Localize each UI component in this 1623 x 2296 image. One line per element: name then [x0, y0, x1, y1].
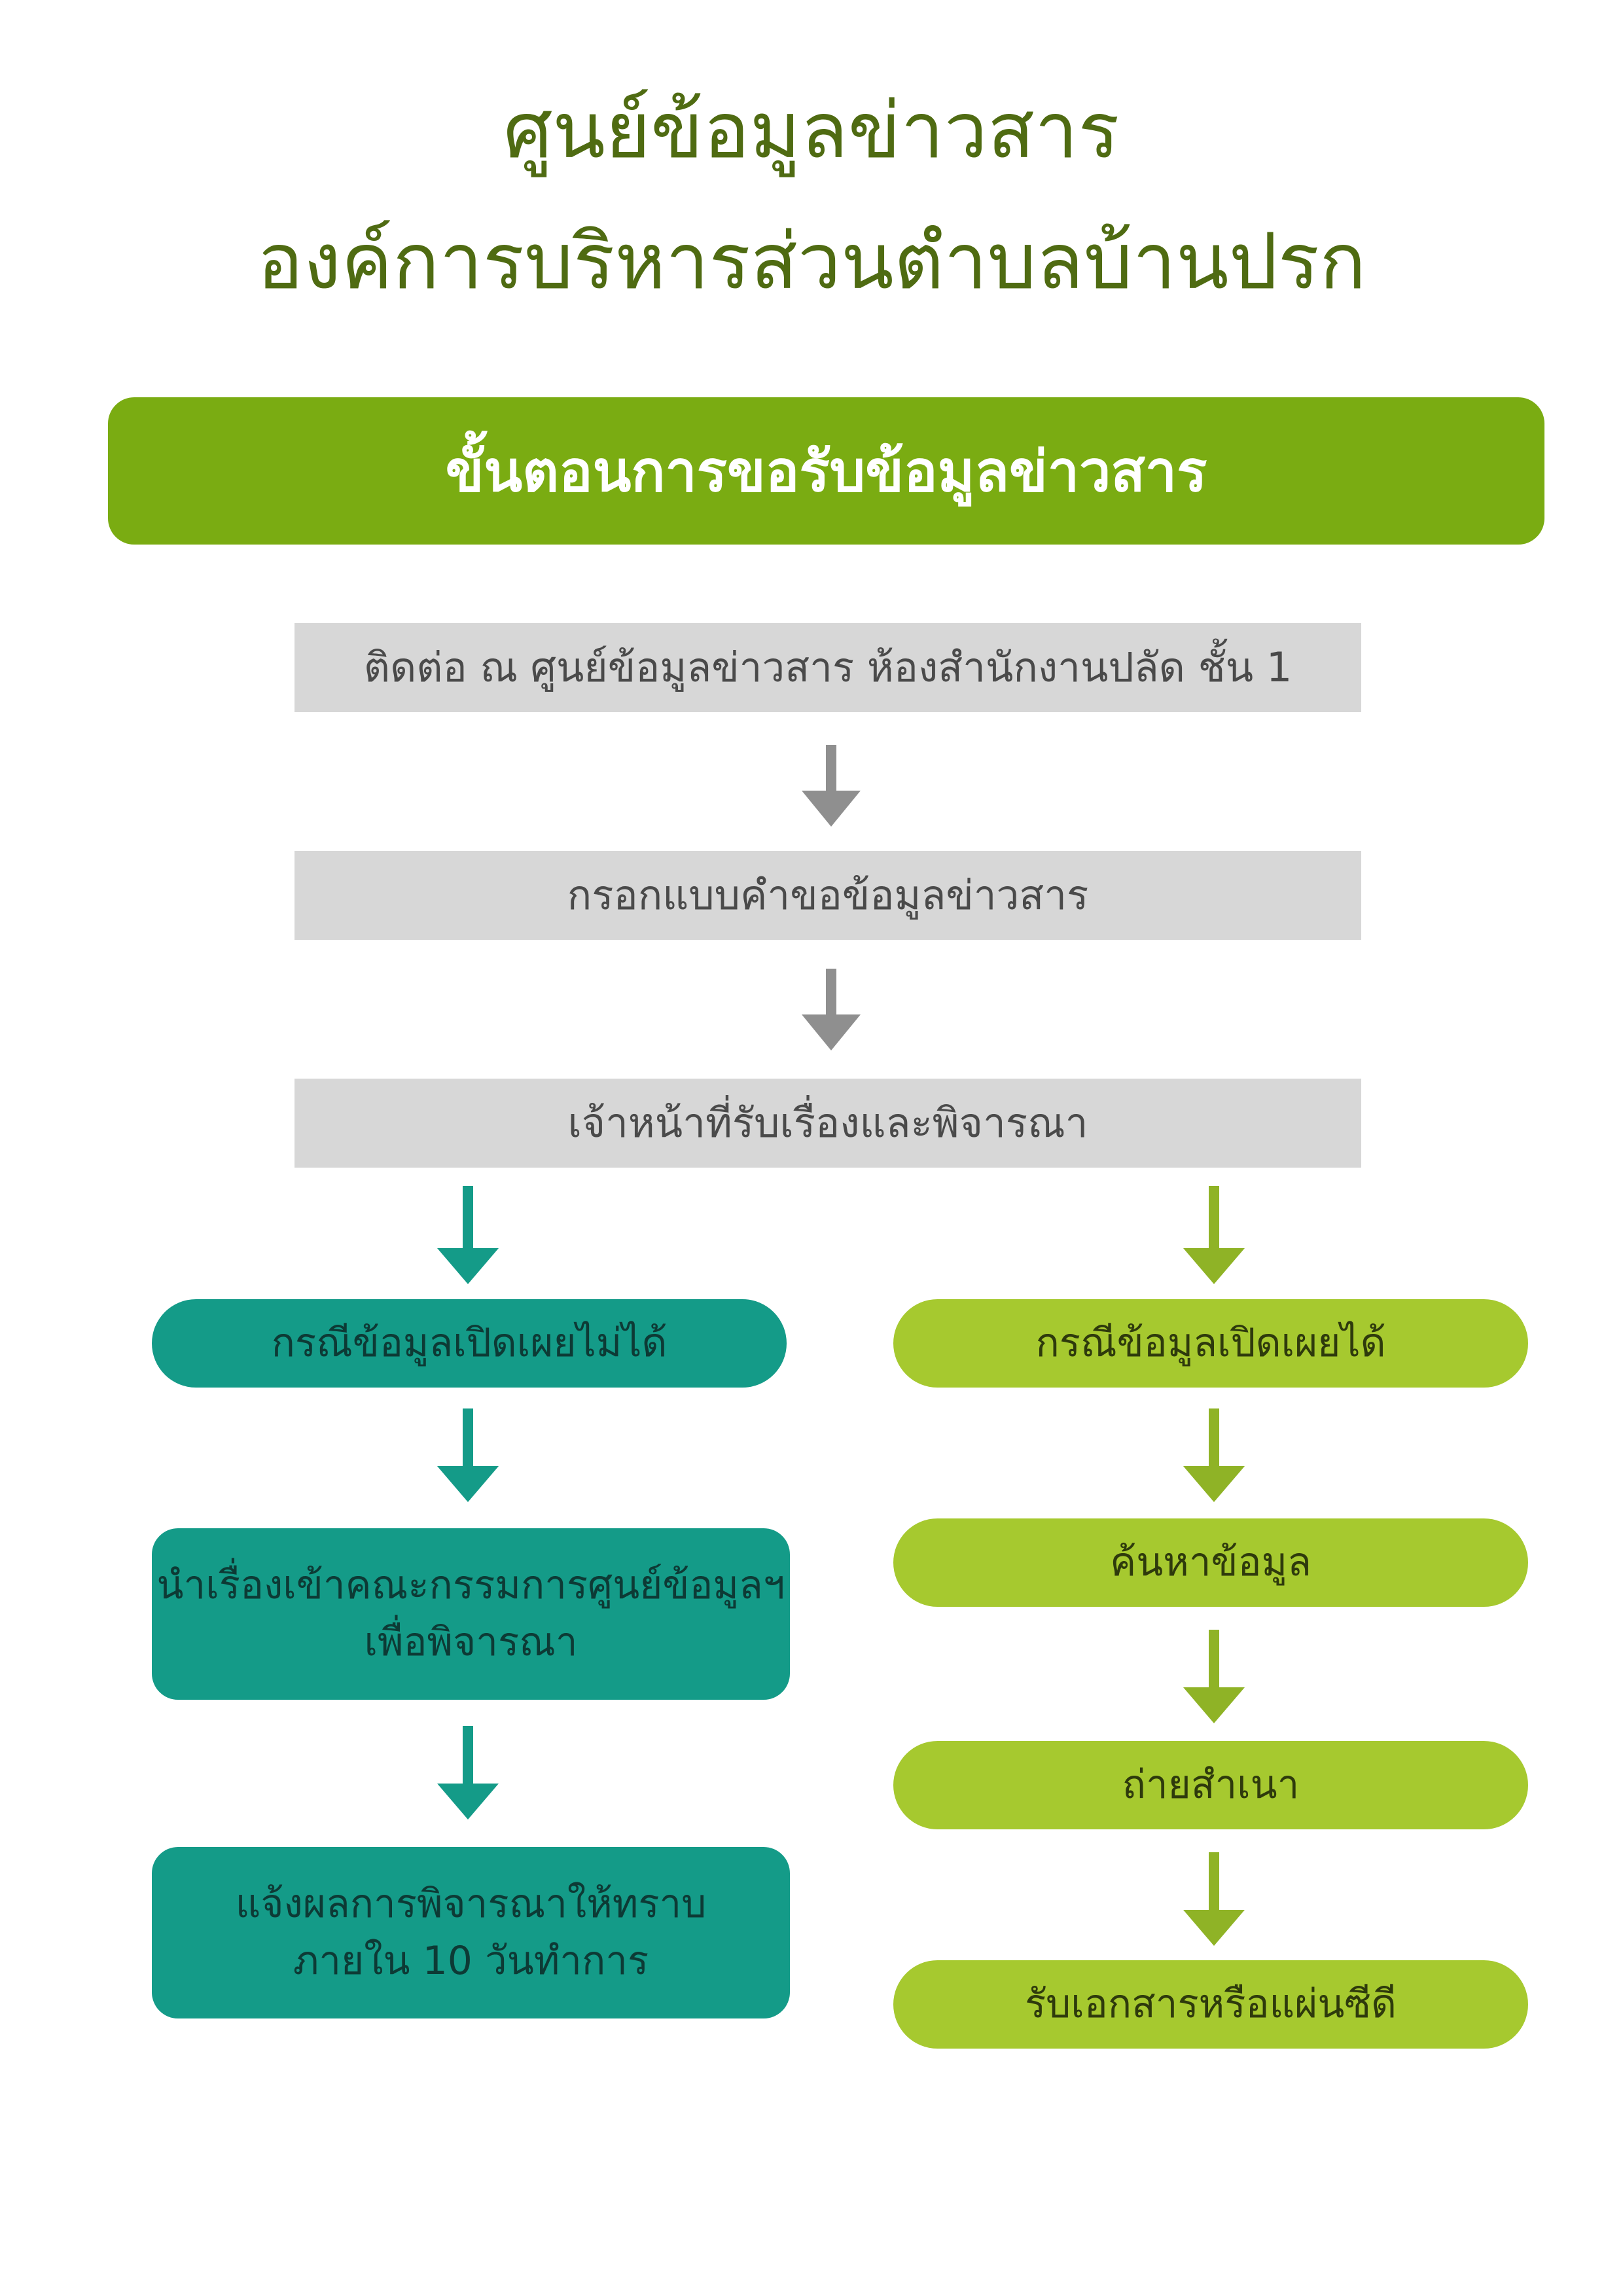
step-committee-line2: เพื่อพิจารณา	[364, 1619, 578, 1665]
step-contact: ติดต่อ ณ ศูนย์ข้อมูลข่าวสาร ห้องสำนักงาน…	[294, 623, 1361, 712]
step-search: ค้นหาข้อมูล	[893, 1518, 1528, 1607]
step-notify-line2: ภายใน 10 วันทำการ	[293, 1938, 649, 1984]
arrow-down-icon	[432, 1186, 504, 1291]
step-search-label: ค้นหาข้อมูล	[1110, 1539, 1311, 1585]
step-form-label: กรอกแบบคำขอข้อมูลข่าวสาร	[567, 871, 1089, 919]
step-copy: ถ่ายสำเนา	[893, 1741, 1528, 1829]
step-review-label: เจ้าหน้าที่รับเรื่องและพิจารณา	[567, 1099, 1088, 1147]
case-not-disclosable: กรณีข้อมูลเปิดเผยไม่ได้	[152, 1299, 787, 1388]
arrow-down-icon	[432, 1726, 504, 1824]
step-copy-label: ถ่ายสำเนา	[1122, 1762, 1300, 1808]
process-banner: ขั้นตอนการขอรับข้อมูลข่าวสาร	[108, 397, 1544, 545]
step-receive: รับเอกสารหรือแผ่นซีดี	[893, 1960, 1528, 2049]
arrow-down-icon	[795, 745, 867, 830]
arrow-down-icon	[795, 969, 867, 1054]
case-not-disclosable-label: กรณีข้อมูลเปิดเผยไม่ได้	[271, 1320, 668, 1366]
step-notify: แจ้งผลการพิจารณาให้ทราบ ภายใน 10 วันทำกา…	[152, 1847, 790, 2018]
arrow-down-icon	[432, 1408, 504, 1507]
step-receive-label: รับเอกสารหรือแผ่นซีดี	[1024, 1981, 1397, 2027]
step-form: กรอกแบบคำขอข้อมูลข่าวสาร	[294, 851, 1361, 940]
arrow-down-icon	[1178, 1852, 1250, 1950]
case-disclosable-label: กรณีข้อมูลเปิดเผยได้	[1035, 1320, 1386, 1366]
process-banner-label: ขั้นตอนการขอรับข้อมูลข่าวสาร	[445, 439, 1207, 505]
arrow-down-icon	[1178, 1408, 1250, 1507]
arrow-down-icon	[1178, 1630, 1250, 1728]
step-notify-line1: แจ้งผลการพิจารณาให้ทราบ	[235, 1881, 707, 1927]
page-title-line2: องค์การบริหารส่วนตำบลบ้านปรก	[257, 216, 1366, 306]
step-contact-label: ติดต่อ ณ ศูนย์ข้อมูลข่าวสาร ห้องสำนักงาน…	[363, 643, 1293, 691]
arrow-down-icon	[1178, 1186, 1250, 1291]
step-review: เจ้าหน้าที่รับเรื่องและพิจารณา	[294, 1079, 1361, 1168]
page-title-line1: ศูนย์ข้อมูลข่าวสาร	[503, 85, 1120, 175]
step-committee-line1: นำเรื่องเข้าคณะกรรมการศูนย์ข้อมูลฯ	[156, 1562, 785, 1608]
case-disclosable: กรณีข้อมูลเปิดเผยได้	[893, 1299, 1528, 1388]
step-committee: นำเรื่องเข้าคณะกรรมการศูนย์ข้อมูลฯ เพื่อ…	[152, 1528, 790, 1700]
